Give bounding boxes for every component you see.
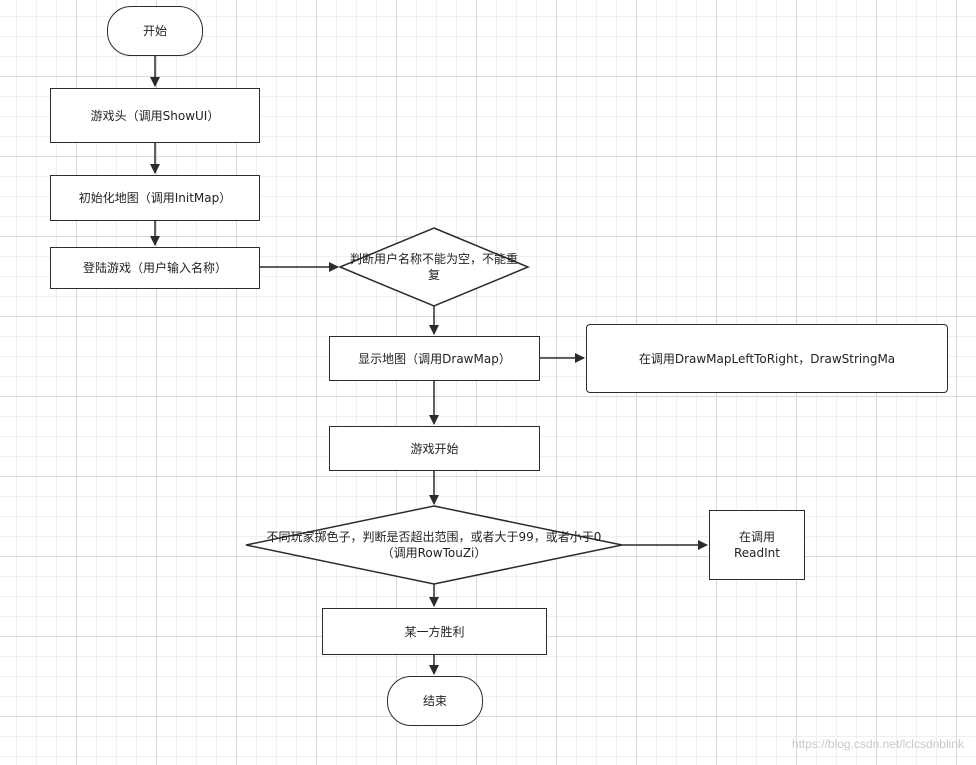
check-name-label: 判断用户名称不能为空，不能重复 (346, 244, 522, 290)
readint-label: 在调用ReadInt (733, 530, 780, 560)
login-label: 登陆游戏（用户输入名称） (82, 261, 227, 275)
drawmap-sub-label: 在调用DrawMapLeftToRight，DrawStringMa (638, 351, 896, 366)
watermark-text: https://blog.csdn.net/lclcsdnblink (791, 737, 964, 751)
readint-process: 在调用ReadInt (709, 510, 805, 580)
end-terminal: 结束 (387, 676, 483, 726)
drawmap-process: 显示地图（调用DrawMap） (329, 336, 540, 381)
roll-dice-text: 不同玩家掷色子，判断是否超出范围，或者大于99，或者小于0（调用RowTouZi… (266, 530, 602, 560)
roll-dice-label: 不同玩家掷色子，判断是否超出范围，或者大于99，或者小于0（调用RowTouZi… (258, 522, 610, 568)
drawmap-label: 显示地图（调用DrawMap） (358, 351, 511, 366)
login-process: 登陆游戏（用户输入名称） (50, 247, 260, 289)
initmap-label: 初始化地图（调用InitMap） (78, 191, 232, 205)
showui-label: 游戏头（调用ShowUI） (90, 108, 220, 123)
gamestart-label: 游戏开始 (410, 441, 459, 456)
showui-process: 游戏头（调用ShowUI） (50, 88, 260, 143)
winner-process: 某一方胜利 (322, 608, 547, 655)
check-name-text: 判断用户名称不能为空，不能重复 (349, 252, 518, 282)
start-label: 开始 (142, 24, 167, 38)
start-terminal: 开始 (107, 6, 203, 56)
winner-label: 某一方胜利 (404, 624, 465, 639)
initmap-process: 初始化地图（调用InitMap） (50, 175, 260, 221)
drawmap-sub-process: 在调用DrawMapLeftToRight，DrawStringMa (586, 324, 948, 393)
gamestart-process: 游戏开始 (329, 426, 540, 471)
end-label: 结束 (422, 694, 447, 708)
